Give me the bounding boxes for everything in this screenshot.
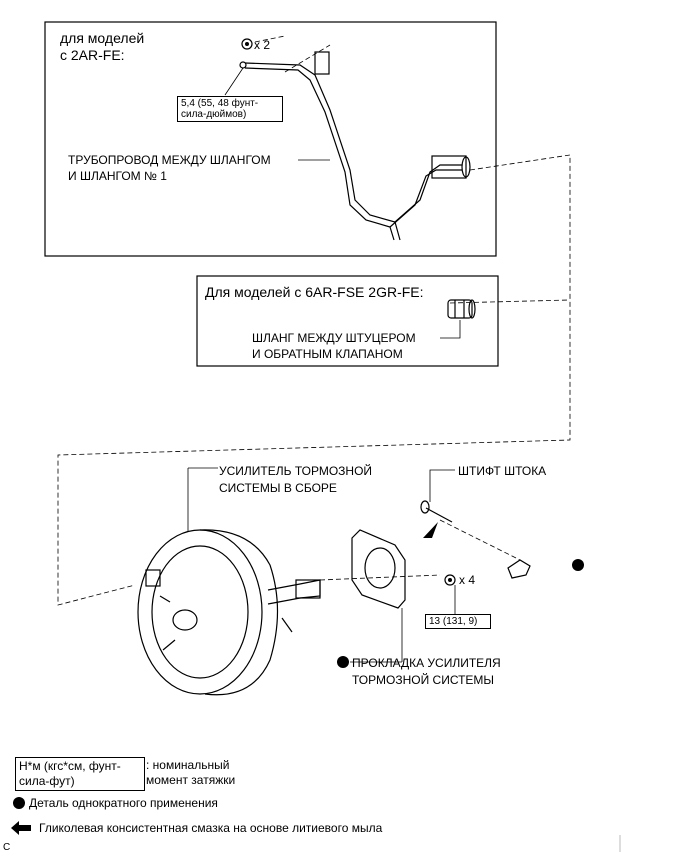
panel-2ar-title: для моделей с 2AR-FE: xyxy=(60,30,145,63)
legend-non-reusable-text: Деталь однократного применения xyxy=(29,796,218,810)
pin-label: ШТИФТ ШТОКА xyxy=(458,464,547,478)
nut-icon xyxy=(444,574,456,586)
bolt-qty: x 2 xyxy=(254,38,271,52)
legend-torque-units: Н*м (кгс*см, фунт- сила-фут) xyxy=(15,757,145,791)
pipe-label: ТРУБОПРОВОД МЕЖДУ ШЛАНГОМ И ШЛАНГОМ № 1 xyxy=(68,153,271,183)
dashed-connectors xyxy=(57,35,571,606)
brake-booster xyxy=(137,529,321,696)
legend-grease-text: Гликолевая консистентная смазка на основ… xyxy=(39,821,383,835)
panel-2ar-frame xyxy=(44,21,497,257)
legend-torque-desc: : номинальный момент затяжки xyxy=(146,758,236,787)
torque-spec-nut: 13 (131, 9) xyxy=(425,614,491,629)
push-rod-pin xyxy=(420,500,453,523)
pipe-between-hoses xyxy=(239,51,471,241)
legend-grease-icon xyxy=(11,821,31,835)
figure-id: C xyxy=(3,842,11,853)
non-reusable-part-icon xyxy=(572,559,584,571)
non-reusable-gasket-icon xyxy=(337,656,349,668)
torque-spec-pipe: 5,4 (55, 48 фунт- сила-дюймов) xyxy=(177,96,283,122)
panel-6ar-frame xyxy=(196,275,499,367)
booster-label: УСИЛИТЕЛЬ ТОРМОЗНОЙ СИСТЕМЫ В СБОРЕ xyxy=(219,464,373,495)
bolt-icon xyxy=(241,38,253,50)
hose-connector xyxy=(447,299,476,319)
legend-non-reusable-icon xyxy=(13,797,25,809)
nut-qty: x 4 xyxy=(459,573,476,587)
grease-arrow-icon xyxy=(423,522,438,538)
gasket-label: ПРОКЛАДКА УСИЛИТЕЛЯ ТОРМОЗНОЙ СИСТЕМЫ xyxy=(352,656,501,687)
hose-label: ШЛАНГ МЕЖДУ ШТУЦЕРОМ И ОБРАТНЫМ КЛАПАНОМ xyxy=(252,331,416,361)
clevis xyxy=(507,559,531,579)
booster-gasket xyxy=(351,529,406,609)
panel-6ar-title: Для моделей с 6AR-FSE 2GR-FE: xyxy=(205,284,424,300)
